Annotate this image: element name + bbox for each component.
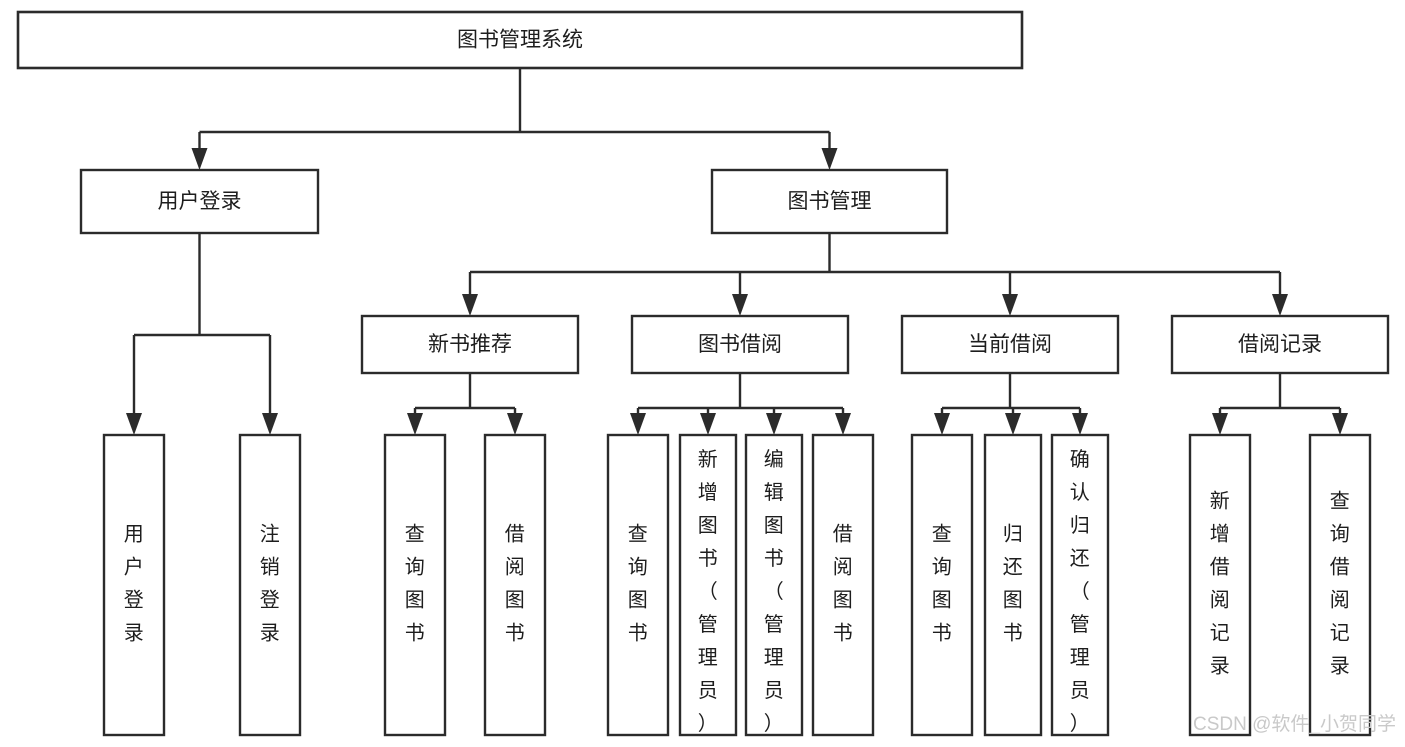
node-leaf-confirm-return[interactable]: 确认归还（管理员）	[1050, 433, 1110, 737]
node-label-user-login: 用户登录	[158, 190, 242, 213]
node-box-leaf-query-book-3[interactable]	[910, 433, 974, 737]
node-label-leaf-add-record: 新增借阅记录	[1210, 490, 1231, 678]
edge-new-book-rec-to-borrow-book	[507, 408, 523, 435]
node-root[interactable]: 图书管理系统	[16, 10, 1024, 70]
node-box-root[interactable]	[16, 10, 1024, 70]
edge-book-manage-to-new-book-rec	[462, 272, 478, 316]
node-leaf-user-login[interactable]: 用户登录	[102, 433, 166, 737]
node-leaf-logout[interactable]: 注销登录	[238, 433, 302, 737]
edge-book-manage-to-book-borrow	[732, 272, 748, 316]
edge-book-borrow-to-edit-book	[766, 408, 782, 435]
node-box-leaf-query-book-1[interactable]	[383, 433, 447, 737]
node-box-book-manage[interactable]	[710, 168, 949, 235]
node-label-book-manage: 图书管理	[788, 190, 872, 213]
node-current-borrow[interactable]: 当前借阅	[900, 314, 1120, 375]
node-label-new-book-rec: 新书推荐	[428, 333, 512, 356]
node-leaf-borrow-book-2[interactable]: 借阅图书	[811, 433, 875, 737]
node-label-leaf-query-record: 查询借阅记录	[1330, 490, 1351, 678]
node-label-leaf-query-book-1: 查询图书	[405, 523, 426, 645]
node-leaf-query-record[interactable]: 查询借阅记录	[1308, 433, 1372, 737]
csdn-watermark: CSDN @软件_小贺同学	[1193, 713, 1396, 735]
node-leaf-add-book[interactable]: 新增图书（管理员）	[678, 433, 738, 737]
edge-group-current-borrow	[934, 373, 1088, 435]
node-label-leaf-confirm-return: 确认归还（管理员）	[1070, 448, 1091, 735]
node-box-book-borrow[interactable]	[630, 314, 850, 375]
edge-current-borrow-to-query-book	[934, 408, 950, 435]
node-box-leaf-query-book-2[interactable]	[606, 433, 670, 737]
node-box-leaf-confirm-return[interactable]	[1050, 433, 1110, 737]
edge-group-book-borrow	[630, 373, 851, 435]
edge-current-borrow-to-return-book	[1005, 408, 1021, 435]
node-label-leaf-query-book-2: 查询图书	[628, 523, 649, 645]
node-label-leaf-add-book: 新增图书（管理员）	[698, 448, 719, 735]
edge-group-new-book-rec	[407, 373, 523, 435]
edge-group-borrow-record	[1212, 373, 1348, 435]
node-label-leaf-borrow-book-2: 借阅图书	[833, 523, 854, 645]
node-leaf-query-book-3[interactable]: 查询图书	[910, 433, 974, 737]
node-box-current-borrow[interactable]	[900, 314, 1120, 375]
edge-group-user-login	[126, 233, 278, 435]
node-box-user-login[interactable]	[79, 168, 320, 235]
edge-current-borrow-to-confirm-return	[1072, 408, 1088, 435]
edge-group-root	[191, 68, 838, 170]
node-box-leaf-borrow-book-1[interactable]	[483, 433, 547, 737]
edge-root-to-book-manage	[821, 132, 838, 170]
node-label-leaf-edit-book: 编辑图书（管理员）	[764, 448, 785, 735]
edge-book-borrow-to-query-book	[630, 408, 646, 435]
node-label-book-borrow: 图书借阅	[698, 333, 782, 356]
edge-borrow-record-to-query-record	[1332, 408, 1348, 435]
node-label-leaf-user-login: 用户登录	[124, 524, 145, 645]
node-leaf-query-book-1[interactable]: 查询图书	[383, 433, 447, 737]
node-user-login[interactable]: 用户登录	[79, 168, 320, 235]
node-box-leaf-logout[interactable]	[238, 433, 302, 737]
edge-book-borrow-to-borrow-book	[835, 408, 851, 435]
edge-book-manage-to-current-borrow	[1002, 272, 1018, 316]
node-box-borrow-record[interactable]	[1170, 314, 1390, 375]
node-borrow-record[interactable]: 借阅记录	[1170, 314, 1390, 375]
node-label-leaf-logout: 注销登录	[260, 523, 281, 645]
node-box-leaf-user-login[interactable]	[102, 433, 166, 737]
node-box-new-book-rec[interactable]	[360, 314, 580, 375]
edge-group-book-manage	[462, 233, 1288, 316]
node-box-leaf-return-book[interactable]	[983, 433, 1043, 737]
edge-borrow-record-to-add-record	[1212, 408, 1228, 435]
node-leaf-return-book[interactable]: 归还图书	[983, 433, 1043, 737]
edge-user-login-to-leaf-logout	[262, 335, 278, 435]
node-new-book-rec[interactable]: 新书推荐	[360, 314, 580, 375]
node-leaf-edit-book[interactable]: 编辑图书（管理员）	[744, 433, 804, 737]
node-leaf-add-record[interactable]: 新增借阅记录	[1188, 433, 1252, 737]
node-box-leaf-borrow-book-2[interactable]	[811, 433, 875, 737]
node-box-leaf-edit-book[interactable]	[744, 433, 804, 737]
node-box-leaf-add-record[interactable]	[1188, 433, 1252, 737]
node-label-leaf-return-book: 归还图书	[1003, 523, 1024, 645]
node-box-leaf-add-book[interactable]	[678, 433, 738, 737]
edge-root-to-user-login	[191, 132, 208, 170]
edge-new-book-rec-to-query-book	[407, 408, 423, 435]
node-leaf-query-book-2[interactable]: 查询图书	[606, 433, 670, 737]
node-label-leaf-borrow-book-1: 借阅图书	[505, 523, 526, 645]
node-label-root: 图书管理系统	[457, 29, 583, 52]
node-leaf-borrow-book-1[interactable]: 借阅图书	[483, 433, 547, 737]
node-label-borrow-record: 借阅记录	[1238, 333, 1322, 356]
node-book-borrow[interactable]: 图书借阅	[630, 314, 850, 375]
node-label-leaf-query-book-3: 查询图书	[932, 523, 953, 645]
edge-user-login-to-leaf-user-login	[126, 335, 142, 435]
node-layer: 图书管理系统用户登录图书管理新书推荐图书借阅当前借阅借阅记录用户登录注销登录查询…	[16, 10, 1390, 737]
node-label-current-borrow: 当前借阅	[968, 333, 1052, 356]
edge-book-borrow-to-add-book	[700, 408, 716, 435]
edge-layer	[126, 68, 1348, 435]
edge-book-manage-to-borrow-record	[1272, 272, 1288, 316]
node-box-leaf-query-record[interactable]	[1308, 433, 1372, 737]
node-book-manage[interactable]: 图书管理	[710, 168, 949, 235]
